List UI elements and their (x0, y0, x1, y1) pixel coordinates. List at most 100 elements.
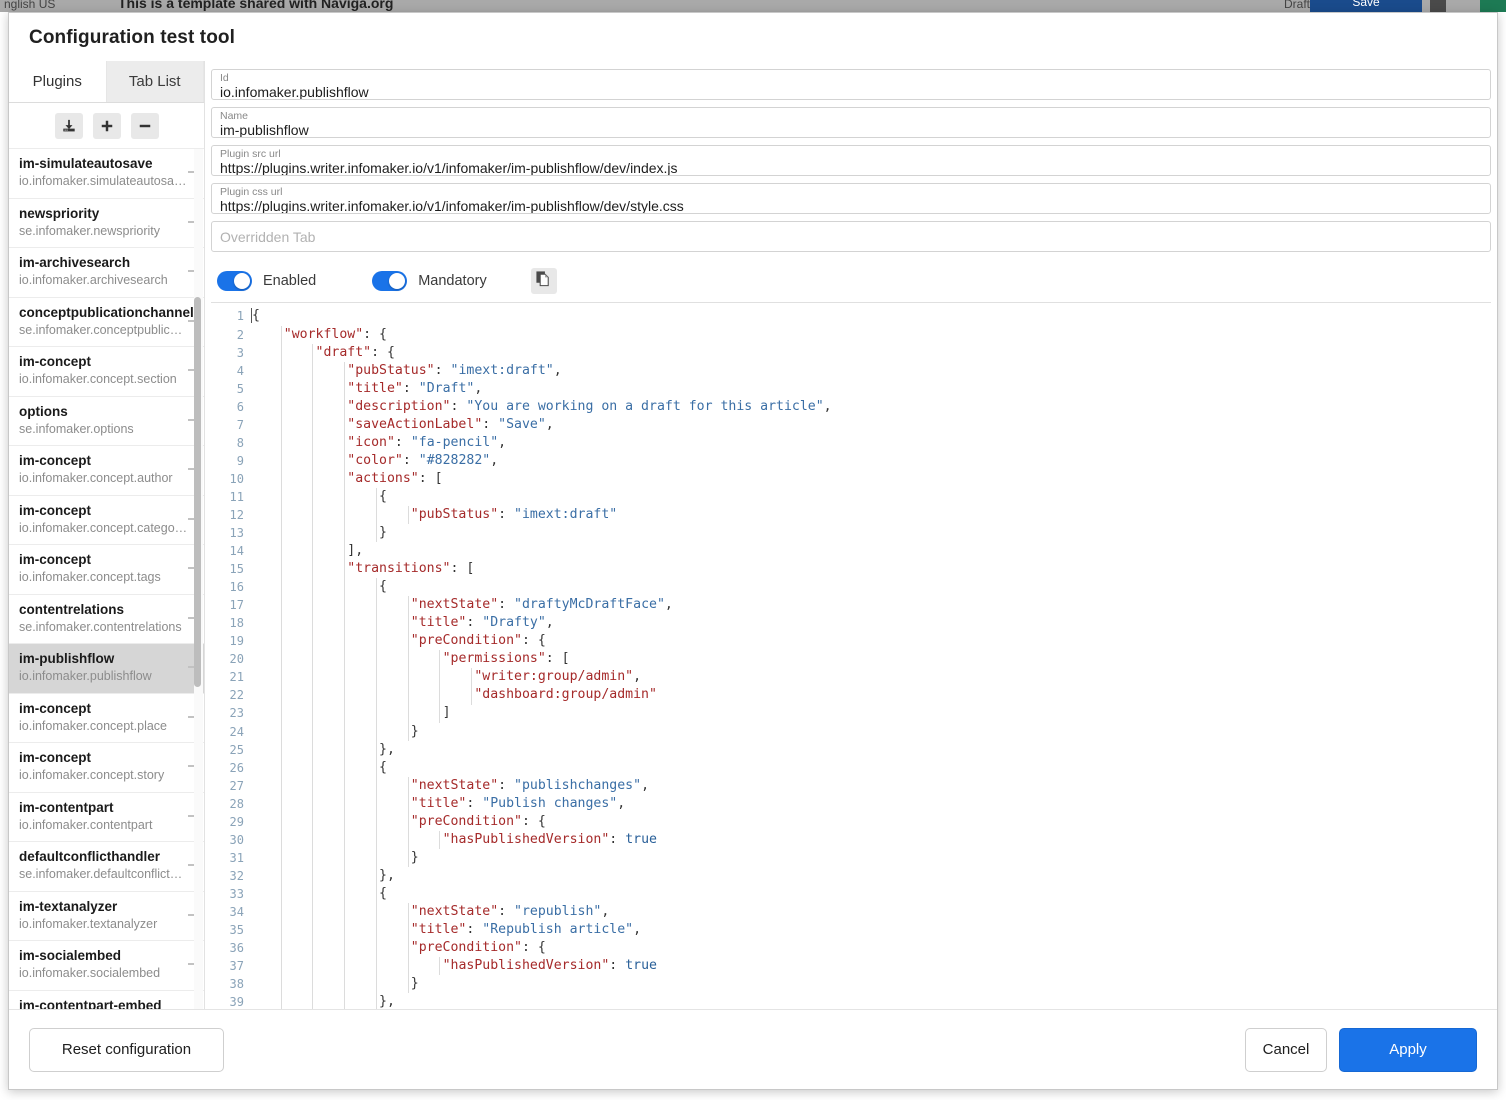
tab-plugins-label: Plugins (32, 73, 82, 90)
enabled-toggle[interactable]: Enabled (217, 270, 316, 291)
cancel-button[interactable]: Cancel (1245, 1027, 1327, 1072)
plugin-list-item-name: im-simulateautosave (19, 156, 153, 171)
add-plugin-button[interactable] (92, 112, 121, 139)
plugin-list-item-id: io.infomaker.concept.section (19, 372, 177, 386)
plugin-list-item-drag-handle[interactable] (188, 270, 199, 272)
overridden-tab-placeholder: Overridden Tab (220, 228, 316, 245)
plugin-id-field[interactable]: Id io.infomaker.publishflow (211, 69, 1491, 100)
tab-plugins[interactable]: Plugins (9, 61, 107, 102)
plugin-list-item-name: im-contentpart (19, 799, 114, 815)
editor-code-line: "saveActionLabel": "Save", (347, 416, 554, 432)
editor-line-number: 19 (229, 634, 244, 649)
editor-indent-guide (407, 506, 409, 525)
mandatory-toggle[interactable]: Mandatory (372, 270, 487, 291)
plugin-src-url-field[interactable]: Plugin src url https://plugins.writer.in… (211, 144, 1491, 176)
download-button[interactable] (54, 112, 83, 139)
plugin-list-item-drag-handle[interactable] (188, 864, 199, 866)
editor-code-line: "nextState": "draftyMcDraftFace", (410, 597, 673, 613)
reset-configuration-button[interactable]: Reset configuration (29, 1027, 224, 1072)
enabled-switch[interactable] (217, 270, 252, 291)
plugin-list-item-name: im-concept (19, 354, 92, 369)
editor-code-line: }, (379, 741, 395, 757)
plugin-list-item-drag-handle[interactable] (188, 666, 199, 668)
plugin-list-item-drag-handle[interactable] (188, 418, 199, 421)
editor-code-area[interactable]: { "workflow": { "draft": { "pubStatus": … (251, 303, 1491, 1010)
editor-line-number: 38 (229, 977, 244, 992)
tab-tab-list[interactable]: Tab List (106, 61, 204, 102)
editor-indent-guide (439, 830, 441, 849)
copy-configuration-button[interactable] (530, 267, 557, 294)
mandatory-switch[interactable] (372, 270, 408, 291)
plugin-list-item[interactable]: im-simulateautosave io.infomaker.simulate… (9, 149, 204, 199)
plugin-list-item-drag-handle[interactable] (188, 913, 199, 916)
editor-line-number: 17 (229, 598, 244, 613)
editor-code-line: { (379, 759, 387, 775)
editor-line-number: 9 (236, 453, 244, 468)
copy-icon (535, 270, 552, 292)
plugin-list-item-drag-handle[interactable] (188, 468, 199, 470)
plugin-list-item-drag-handle[interactable] (188, 814, 199, 817)
editor-code-line: "permissions": [ (442, 651, 570, 667)
plugin-list[interactable]: im-simulateautosave io.infomaker.simulate… (9, 149, 204, 1009)
editor-code-line: "pubStatus": "imext:draft" (410, 506, 618, 522)
remove-plugin-button[interactable] (130, 112, 159, 139)
editor-code-line: "draft": { (315, 344, 395, 360)
background-save-button[interactable]: Save (1310, 0, 1422, 12)
editor-code-line: { (379, 885, 387, 901)
plugin-list-item-drag-handle[interactable] (188, 616, 199, 619)
editor-line-number: 28 (229, 796, 244, 811)
editor-indent-guide (280, 325, 282, 1010)
plugin-list-item-drag-handle[interactable] (188, 319, 199, 322)
editor-indent-guide (471, 668, 473, 705)
plugin-list-item-drag-handle[interactable] (188, 220, 199, 223)
plugin-list-item-drag-handle[interactable] (188, 567, 199, 569)
apply-button[interactable]: Apply (1339, 1027, 1477, 1072)
plugin-list-item-drag-handle[interactable] (188, 963, 199, 965)
plugin-list-item-drag-handle[interactable] (188, 765, 199, 767)
editor-line-number: 14 (229, 544, 244, 559)
editor-code-line: } (410, 723, 419, 739)
overridden-tab-field[interactable]: Overridden Tab (211, 220, 1491, 252)
plugin-list-item-id: io.infomaker.simulateautosa… (19, 174, 187, 188)
editor-code-line: "nextState": "publishchanges", (410, 777, 650, 793)
download-icon (62, 119, 76, 133)
plugin-name-field[interactable]: Name im-publishflow (211, 106, 1491, 138)
plugin-list-item[interactable]: im-concept io.infomaker.concept.section (9, 347, 204, 397)
plugin-list-item-drag-handle[interactable] (188, 171, 199, 173)
plugin-css-url-field[interactable]: Plugin css url https://plugins.writer.in… (211, 182, 1491, 214)
editor-code-line: "title": "Publish changes", (410, 795, 626, 811)
editor-indent-guide (375, 487, 377, 543)
editor-line-number: 11 (229, 489, 244, 504)
plugin-list-item-drag-handle[interactable] (188, 715, 199, 718)
plugin-list-item[interactable]: im-contentpart-embedio.infomaker.content… (9, 991, 204, 1010)
plugin-list-item-drag-handle[interactable] (188, 517, 199, 520)
editor-line-number: 32 (229, 868, 244, 883)
editor-code-line: "color": "#828282", (347, 452, 499, 468)
editor-line-number: 7 (236, 417, 244, 432)
editor-code-line: "description": "You are working on a dra… (347, 398, 832, 414)
plugin-list-item-drag-handle[interactable] (188, 369, 199, 371)
plugin-list-item-id: se.infomaker.contentrelations (19, 619, 182, 634)
editor-line-number: 37 (229, 959, 244, 974)
plugin-list-scrollbar-track[interactable] (194, 149, 203, 1009)
plugin-list-scrollbar-thumb[interactable] (194, 297, 201, 687)
plugin-src-url-value: https://plugins.writer.infomaker.io/v1/i… (220, 159, 678, 176)
mandatory-switch-knob (389, 272, 406, 289)
editor-code-line: "writer:group/admin", (474, 669, 642, 685)
